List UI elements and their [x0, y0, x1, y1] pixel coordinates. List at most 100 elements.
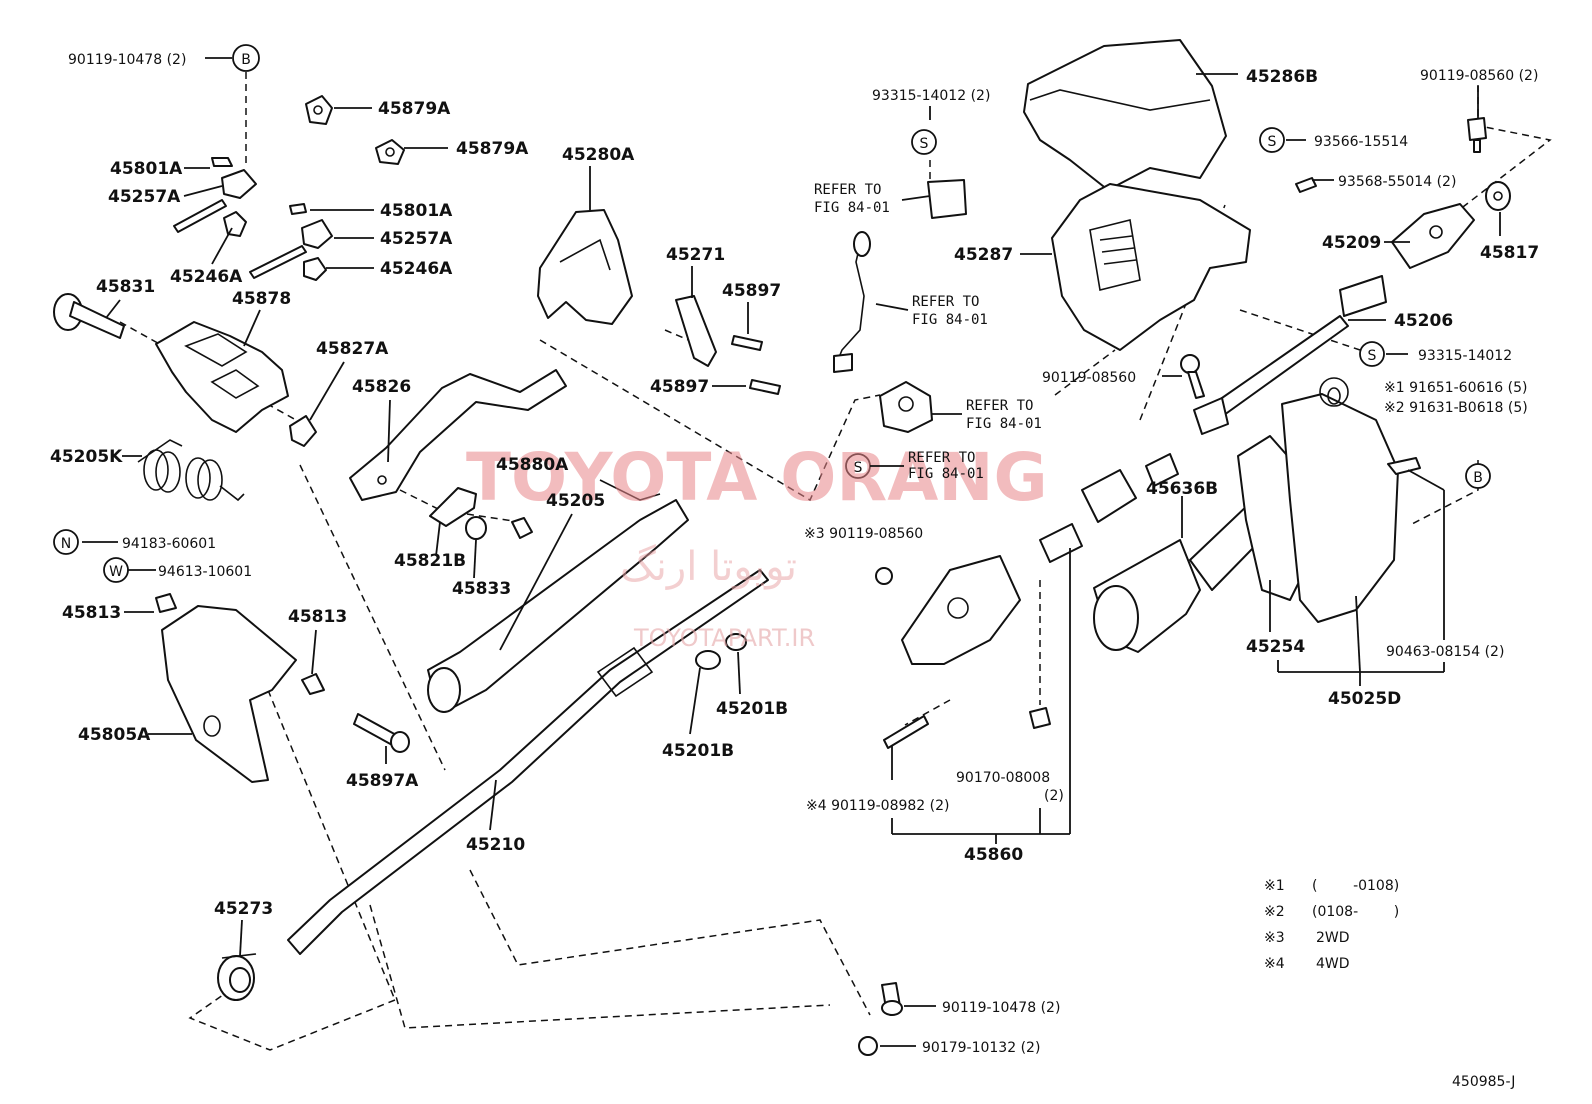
label-90119-08982: ※4 90119-08982 (2)	[806, 798, 950, 814]
label-45801A-2: 45801A	[380, 201, 453, 221]
watermark: TOYOTA ORANG تويوتا ارنگ TOYOTAPART.IR	[466, 439, 1048, 652]
part-45827A-clip	[289, 415, 317, 447]
label-45813-1: 45813	[62, 603, 121, 623]
callout-s-1: S	[911, 129, 937, 155]
refer-note-1-line1: REFER TO	[814, 182, 881, 198]
callout-n: N	[53, 529, 79, 555]
label-94183-60601: 94183-60601	[122, 536, 216, 552]
callout-b-top-text: B	[241, 52, 251, 68]
part-45879A-upper	[305, 95, 333, 125]
legend-range-1: ( -0108)	[1312, 878, 1399, 894]
part-45210-shaft	[287, 569, 769, 955]
legend-range-2: (0108- )	[1312, 904, 1399, 920]
callout-b-top: B	[232, 44, 260, 72]
label-45254: 45254	[1246, 637, 1305, 657]
label-45257A-2: 45257A	[380, 229, 453, 249]
callout-b-right-text: B	[1473, 470, 1483, 486]
label-94613-10601: 94613-10601	[158, 564, 252, 580]
part-45813-left	[155, 593, 177, 613]
label-45273: 45273	[214, 899, 273, 919]
part-labels: 90119-10478 (2) 45879A 45879A 45801A 452…	[50, 52, 1539, 1056]
label-45897-2: 45897	[650, 377, 709, 397]
part-45817-washer	[1485, 181, 1511, 211]
label-91631-B0618: ※2 91631-B0618 (5)	[1384, 400, 1528, 416]
callout-s-2-text: S	[1268, 134, 1277, 150]
part-45205K-spring	[137, 439, 245, 502]
refer-note-4-line2: FIG 84-01	[908, 466, 984, 482]
part-s-screw-box	[927, 179, 967, 219]
label-45827A: 45827A	[316, 339, 389, 359]
label-45025D: 45025D	[1328, 689, 1401, 709]
watermark-arabic: تويوتا ارنگ	[620, 544, 797, 590]
label-45280A: 45280A	[562, 145, 635, 165]
part-45801A-45257A-45246A-right	[249, 203, 333, 281]
label-90170-08008-qty: (2)	[1044, 788, 1064, 804]
callout-s-1-text: S	[920, 136, 929, 152]
part-45801A-45257A-45246A-left	[173, 157, 257, 237]
part-45821B-45833	[429, 487, 533, 540]
leader-lines	[82, 57, 1501, 1047]
label-90119-08560-a: 90119-08560	[1042, 370, 1136, 386]
callout-s-2: S	[1259, 127, 1285, 153]
part-45025D-plate	[1281, 377, 1399, 623]
label-93315-14012: 93315-14012	[1418, 348, 1512, 364]
part-switch-assembly	[879, 381, 933, 433]
part-93568-screw	[1295, 177, 1317, 193]
part-45280A-housing	[537, 209, 633, 325]
part-45286B-cover	[1023, 39, 1227, 191]
part-45897A-bolt	[353, 713, 410, 753]
legend-mark-1: ※1	[1264, 878, 1285, 894]
legend-mark-3: ※3	[1264, 930, 1285, 946]
refer-note-3-line2: FIG 84-01	[966, 416, 1042, 432]
label-93315-14012-2: 93315-14012 (2)	[872, 88, 990, 104]
part-45826-lever	[349, 369, 567, 501]
part-45897-pins	[731, 335, 781, 395]
label-45210: 45210	[466, 835, 525, 855]
label-45636B: 45636B	[1146, 479, 1218, 499]
part-wire-harness	[833, 231, 871, 373]
part-45831-bolt	[53, 293, 125, 339]
label-45878: 45878	[232, 289, 291, 309]
label-45801A-1: 45801A	[110, 159, 183, 179]
part-bracket-small-right	[1387, 457, 1421, 475]
label-45831: 45831	[96, 277, 155, 297]
label-93566-15514: 93566-15514	[1314, 134, 1408, 150]
part-45271-bracket	[675, 295, 717, 367]
label-45897A: 45897A	[346, 771, 419, 791]
part-45201B-rings	[695, 633, 747, 670]
label-90119-10478-bottom: 90119-10478 (2)	[942, 1000, 1060, 1016]
diagram-code: 450985-J	[1452, 1074, 1515, 1090]
label-45817: 45817	[1480, 243, 1539, 263]
refer-note-3-line1: REFER TO	[966, 398, 1033, 414]
watermark-url: TOYOTAPART.IR	[633, 624, 815, 652]
part-45273-gear	[217, 953, 257, 1001]
label-45805A: 45805A	[78, 725, 151, 745]
label-45206: 45206	[1394, 311, 1453, 331]
callout-s-3: S	[1359, 341, 1385, 367]
label-45201B-2: 45201B	[716, 699, 788, 719]
refer-note-2-line2: FIG 84-01	[912, 312, 988, 328]
label-90179-10132: 90179-10132 (2)	[922, 1040, 1040, 1056]
label-45201B-1: 45201B	[662, 741, 734, 761]
label-45813-2: 45813	[288, 607, 347, 627]
label-90170-08008: 90170-08008	[956, 770, 1050, 786]
callout-b-right: B	[1465, 463, 1491, 489]
watermark-brand: TOYOTA ORANG	[466, 439, 1048, 516]
legend: ※1 ( -0108) ※2 (0108- ) ※3 2WD ※4 4WD	[1264, 878, 1399, 972]
refer-note-2-line1: REFER TO	[912, 294, 979, 310]
callout-w-text: W	[109, 564, 123, 580]
legend-range-4: 4WD	[1316, 956, 1350, 972]
label-90463-08154: 90463-08154 (2)	[1386, 644, 1504, 660]
part-45879A-lower	[375, 139, 405, 165]
label-91651-60616: ※1 91651-60616 (5)	[1384, 380, 1528, 396]
label-45826: 45826	[352, 377, 411, 397]
label-45209: 45209	[1322, 233, 1381, 253]
label-45833: 45833	[452, 579, 511, 599]
label-45880A: 45880A	[496, 455, 569, 475]
part-45287-cover	[1051, 183, 1251, 351]
label-45879A-2: 45879A	[456, 139, 529, 159]
part-bolts-45860	[875, 567, 1051, 749]
label-45286B: 45286B	[1246, 67, 1318, 87]
legend-mark-2: ※2	[1264, 904, 1285, 920]
